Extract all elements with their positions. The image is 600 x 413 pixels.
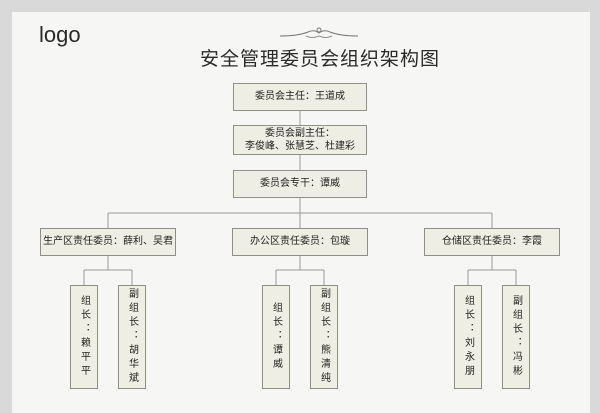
zone-box-office: 办公区责任委员：包璇	[232, 228, 368, 256]
secretary-text: 委员会专干：谭威	[260, 178, 340, 189]
zone-name: 仓储区责任委员：李霞	[442, 236, 542, 247]
zone-name: 生产区责任委员：薛利、吴君	[43, 236, 173, 247]
secretary-box: 委员会专干：谭威	[233, 170, 367, 198]
logo-text: logo	[39, 22, 81, 47]
deputy-leader-box-warehouse: 副组长：冯彬	[502, 285, 530, 389]
leader-text: 组长：刘永朋	[462, 295, 474, 379]
leader-text: 组长：赖平平	[78, 295, 90, 379]
leader-box-warehouse: 组长：刘永朋	[454, 285, 482, 389]
leader-box-production: 组长：赖平平	[70, 285, 98, 389]
zone-box-production: 生产区责任委员：薛利、吴君	[40, 228, 176, 256]
deputy-director-names: 李俊峰、张慧芝、杜建彩	[245, 141, 355, 152]
deputy-leader-text: 副组长：冯彬	[510, 295, 522, 379]
deputy-leader-box-production: 副组长：胡华斌	[118, 285, 146, 389]
director-box: 委员会主任：王道成	[233, 83, 367, 111]
leader-text: 组长：谭威	[270, 302, 282, 372]
deputy-director-box: 委员会副主任： 李俊峰、张慧芝、杜建彩	[233, 125, 367, 155]
deputy-leader-box-office: 副组长：熊清纯	[310, 285, 338, 389]
director-text: 委员会主任：王道成	[255, 91, 345, 102]
chart-title: 安全管理委员会组织架构图	[199, 48, 440, 70]
deputy-leader-text: 副组长：熊清纯	[318, 288, 330, 386]
leader-box-office: 组长：谭威	[262, 285, 290, 389]
zone-box-warehouse: 仓储区责任委员：李霞	[424, 228, 560, 256]
deputy-director-label: 委员会副主任：	[265, 128, 335, 139]
title-ornament-icon	[279, 27, 359, 38]
deputy-leader-text: 副组长：胡华斌	[126, 288, 138, 386]
zone-name: 办公区责任委员：包璇	[250, 236, 350, 247]
